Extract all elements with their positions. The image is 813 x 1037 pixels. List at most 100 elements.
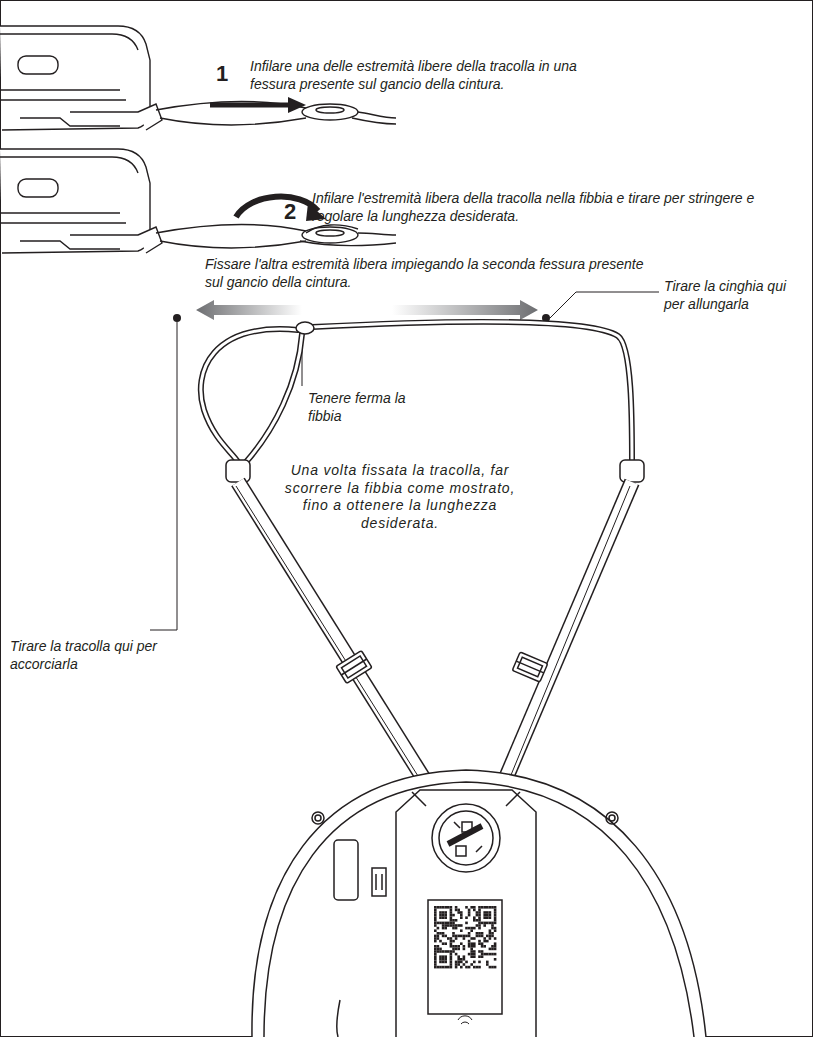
- qr-code-module: [465, 916, 468, 919]
- qr-code-module: [465, 927, 468, 930]
- qr-code-module: [444, 942, 447, 945]
- qr-code-module: [473, 945, 476, 948]
- shoulder-strap: [296, 322, 314, 334]
- shoulder-strap: [500, 482, 632, 792]
- qr-code-module: [444, 924, 447, 927]
- qr-code-module: [483, 924, 486, 927]
- shoulder-strap: [336, 651, 372, 684]
- qr-code-module: [444, 961, 447, 964]
- qr-code-module: [468, 909, 471, 912]
- qr-code-module: [478, 911, 481, 914]
- qr-code-module: [450, 966, 453, 969]
- qr-code-module: [444, 950, 447, 953]
- qr-code-module: [489, 914, 492, 917]
- device-side-view: [20, 118, 120, 126]
- qr-code-module: [457, 955, 460, 958]
- pull-arrow: [196, 300, 302, 320]
- device-side-view: [0, 90, 140, 112]
- device-side-view: [288, 97, 306, 113]
- qr-code-module: [494, 919, 497, 922]
- qr-code-module: [444, 927, 447, 930]
- qr-code-module: [434, 922, 437, 925]
- qr-code-module: [460, 942, 463, 945]
- qr-code-module: [452, 948, 455, 951]
- qr-code-module: [486, 922, 489, 925]
- qr-code-module: [489, 911, 492, 914]
- qr-code-module: [491, 935, 494, 938]
- qr-code-module: [468, 914, 471, 917]
- qr-code-module: [494, 966, 497, 969]
- qr-code-module: [450, 961, 453, 964]
- qr-code-module: [473, 953, 476, 956]
- qr-code-module: [478, 909, 481, 912]
- qr-code-module: [457, 924, 460, 927]
- qr-code-module: [437, 950, 440, 953]
- qr-code-module: [494, 953, 497, 956]
- qr-code-module: [481, 906, 484, 909]
- qr-code-module: [439, 940, 442, 943]
- qr-code-module: [463, 958, 466, 961]
- qr-code-module: [481, 922, 484, 925]
- callout-label: Tirare la tracolla qui per accorciarla: [10, 638, 162, 673]
- qr-code-module: [489, 935, 492, 938]
- qr-code-module: [437, 935, 440, 938]
- qr-code-module: [442, 916, 445, 919]
- qr-code-module: [489, 953, 492, 956]
- qr-code-module: [455, 909, 458, 912]
- device-back-view: [372, 868, 386, 896]
- qr-code-module: [455, 966, 458, 969]
- qr-code-module: [442, 932, 445, 935]
- qr-code-module: [434, 961, 437, 964]
- qr-code-module: [481, 955, 484, 958]
- qr-code-module: [486, 953, 489, 956]
- qr-code-module: [447, 922, 450, 925]
- qr-code-module: [491, 945, 494, 948]
- qr-code-module: [489, 916, 492, 919]
- qr-code-module: [455, 927, 458, 930]
- qr-code-module: [444, 958, 447, 961]
- qr-code-module: [486, 914, 489, 917]
- qr-code-module: [434, 940, 437, 943]
- qr-code-module: [442, 924, 445, 927]
- qr-code-module: [452, 927, 455, 930]
- qr-code-module: [439, 906, 442, 909]
- qr-code-module: [489, 932, 492, 935]
- qr-code-module: [491, 948, 494, 951]
- qr-code-module: [486, 916, 489, 919]
- qr-code-module: [460, 961, 463, 964]
- device-side-view: [156, 101, 306, 110]
- qr-code-module: [491, 924, 494, 927]
- qr-code-module: [450, 909, 453, 912]
- qr-code-module: [444, 916, 447, 919]
- qr-code-module: [478, 914, 481, 917]
- qr-code-module: [439, 961, 442, 964]
- qr-code-module: [494, 927, 497, 930]
- callout-label: Tirare la cinghia qui per allungarla: [664, 278, 804, 313]
- qr-code-module: [463, 935, 466, 938]
- device-side-view: [236, 197, 318, 217]
- qr-code-module: [478, 916, 481, 919]
- qr-code-module: [457, 948, 460, 951]
- qr-code-module: [463, 945, 466, 948]
- leader-line: [150, 322, 177, 630]
- device-side-view: [20, 241, 120, 249]
- qr-code-module: [434, 909, 437, 912]
- shoulder-strap: [201, 322, 644, 792]
- qr-code-module: [465, 935, 468, 938]
- qr-code-module: [470, 955, 473, 958]
- qr-code-module: [434, 955, 437, 958]
- qr-code-module: [450, 922, 453, 925]
- qr-code-module: [460, 958, 463, 961]
- qr-code-module: [455, 919, 458, 922]
- qr-code-module: [494, 909, 497, 912]
- qr-code-module: [434, 906, 437, 909]
- qr-code-module: [455, 961, 458, 964]
- qr-code-module: [442, 911, 445, 914]
- qr-code-module: [434, 937, 437, 940]
- qr-code-module: [455, 953, 458, 956]
- qr-code-module: [442, 927, 445, 930]
- qr-code-module: [460, 911, 463, 914]
- qr-code-module: [455, 906, 458, 909]
- device-back-view: [264, 782, 694, 1037]
